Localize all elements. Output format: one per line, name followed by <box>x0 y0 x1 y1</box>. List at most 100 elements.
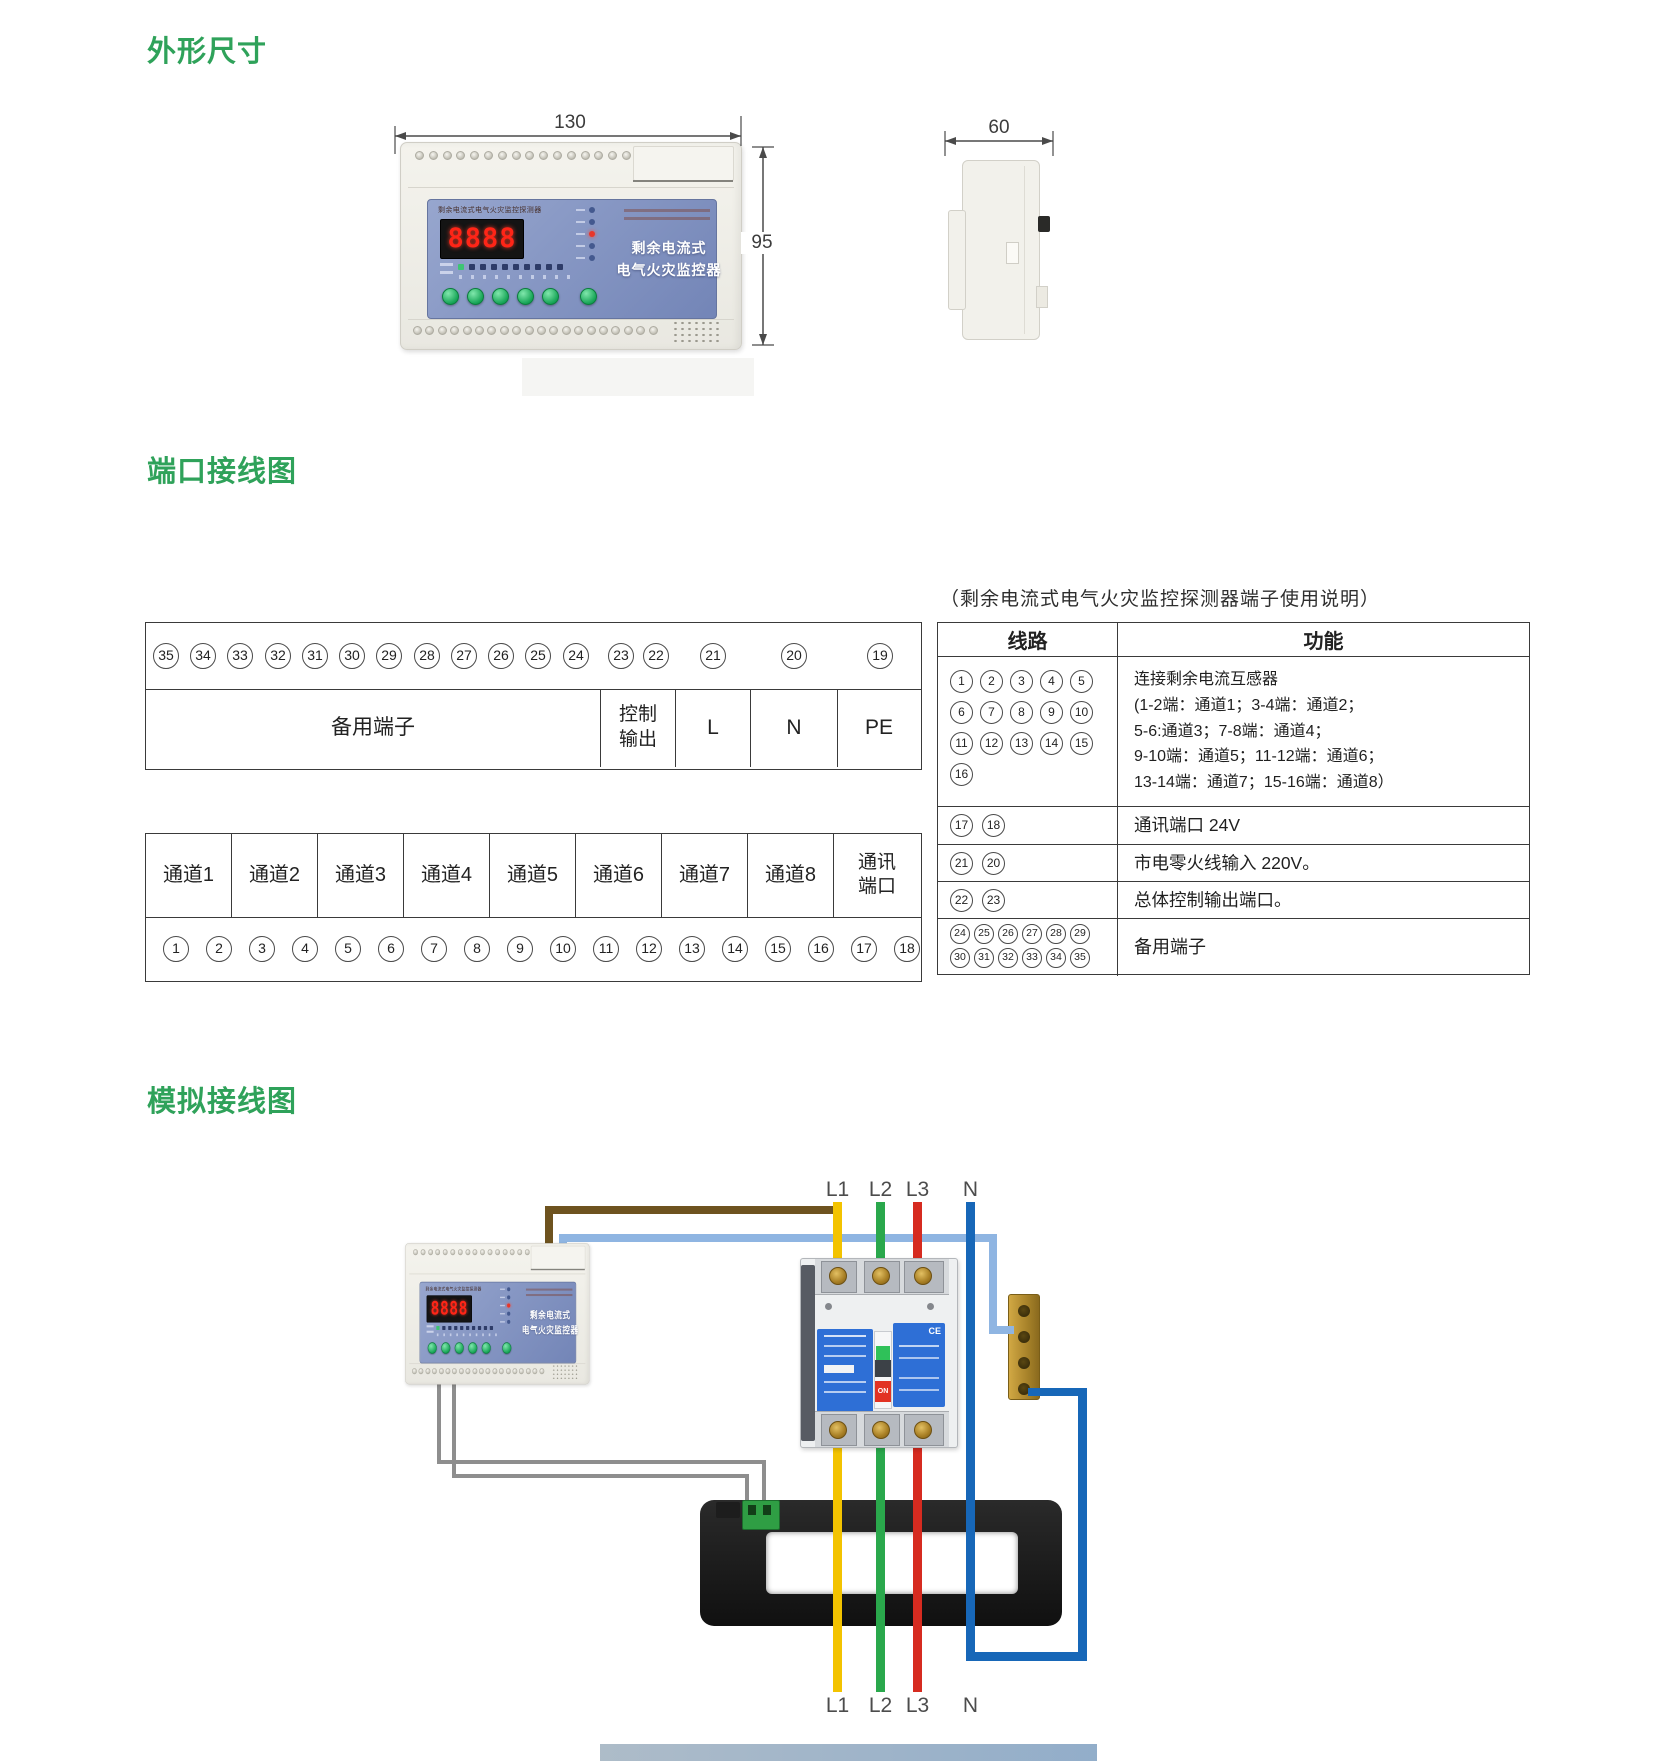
bottom-terminal-screw <box>499 1368 504 1375</box>
top-terminal-screw <box>472 1249 478 1256</box>
bottom-terminal-screw <box>636 326 646 335</box>
speaker-grille <box>551 1364 578 1380</box>
bottom-terminal-screw <box>492 1368 498 1375</box>
terminal-circle: 5 <box>335 935 361 962</box>
panel-button[interactable] <box>427 1342 437 1354</box>
terminal-circle: 18 <box>982 814 1005 837</box>
dimension-width-label: 130 <box>539 112 601 134</box>
table-cell: N <box>751 689 838 767</box>
housing-seam <box>409 1363 586 1365</box>
ce-mark: CE <box>928 1326 941 1336</box>
wire-lightblue <box>989 1326 1014 1334</box>
mount-screw <box>927 1303 934 1310</box>
panel-button[interactable] <box>468 1342 478 1354</box>
display-value: 8888 <box>430 1298 468 1320</box>
panel-button[interactable] <box>481 1342 491 1354</box>
terminal-circle: 26 <box>488 643 514 669</box>
panel-button[interactable] <box>442 288 459 305</box>
led-row-labels <box>426 1325 434 1336</box>
bottom-terminal-screw <box>418 1368 424 1375</box>
terminal-circle: 30 <box>339 643 365 669</box>
flap-edge <box>633 180 733 182</box>
panel-button[interactable] <box>441 1342 451 1354</box>
din-clip <box>1038 216 1050 232</box>
terminal-block <box>904 1261 944 1293</box>
section-title-ports: 端口接线图 <box>147 456 298 488</box>
terminal-circle: 15 <box>765 935 791 962</box>
table-cell: 通道3 <box>318 834 404 917</box>
on-button[interactable]: ON <box>875 1381 891 1402</box>
wire-brown <box>545 1212 553 1258</box>
top-terminal-screw <box>511 151 521 160</box>
top-terminal-screw <box>480 1249 486 1256</box>
top-terminal-screw <box>594 151 604 160</box>
top-terminal-screw <box>470 151 480 160</box>
bottom-terminal-screw <box>412 1368 417 1375</box>
bottom-terminal-screw <box>425 326 435 335</box>
table-cell: 通讯 端口 <box>857 851 896 898</box>
panel-button[interactable] <box>517 288 534 305</box>
terminal-circle: 11 <box>593 935 619 962</box>
bottom-terminal-screw <box>537 326 546 335</box>
wire-blue <box>966 1202 975 1660</box>
terminal-circle: 27 <box>1022 923 1042 944</box>
bottom-terminal-screw <box>525 1368 531 1375</box>
toggle-handle[interactable] <box>875 1360 891 1377</box>
breaker-label-right: CE <box>893 1323 945 1407</box>
bottom-terminal-screw <box>532 1368 538 1375</box>
toggle-green <box>876 1346 890 1360</box>
terminal-circle: 8 <box>1010 700 1033 724</box>
wire-lightblue <box>559 1234 995 1242</box>
terminal-circle: 7 <box>980 700 1003 724</box>
wire-green <box>876 1202 885 1264</box>
top-terminal-screw <box>580 151 590 160</box>
terminal-circle: 25 <box>974 923 994 944</box>
phase-label: L1 <box>825 1178 850 1201</box>
top-terminal-screw <box>450 1249 456 1256</box>
wire-blue <box>1028 1388 1087 1396</box>
panel-button[interactable] <box>502 1342 512 1354</box>
terminal-circle: 13 <box>679 935 705 962</box>
wiring-cover-flap <box>633 146 734 181</box>
top-terminal-screw <box>608 151 618 160</box>
bottom-terminal-screw <box>499 326 509 335</box>
panel-button[interactable] <box>467 288 484 305</box>
terminal-circle: 6 <box>378 935 404 962</box>
table-cell: 通道7 <box>662 834 748 917</box>
top-terminal-screw <box>509 1249 515 1256</box>
wiring-cover-flap <box>530 1245 586 1270</box>
terminal-circle: 5 <box>1070 669 1093 693</box>
terminal-circle: 16 <box>950 762 973 786</box>
wire-gray <box>452 1474 749 1478</box>
bottom-terminal-screw <box>505 1368 511 1375</box>
terminal-circle: 9 <box>1040 700 1063 724</box>
legend-function-cell: 连接剩余电流互感器(1-2端：通道1；3-4端：通道2；5-6:通道3；7-8端… <box>1118 657 1529 806</box>
dimension-depth-label: 60 <box>974 117 1024 139</box>
terminal-circle: 16 <box>808 935 834 962</box>
terminal-circle: 15 <box>1070 731 1093 755</box>
ct-mount-tab <box>716 1502 740 1518</box>
panel-button[interactable] <box>492 288 509 305</box>
top-terminal-screw <box>502 1249 508 1256</box>
led-row-labels <box>440 263 453 279</box>
panel-button[interactable] <box>454 1342 464 1354</box>
panel-button[interactable] <box>542 288 559 305</box>
wire-gray <box>762 1460 766 1508</box>
top-terminal-screw <box>442 1249 448 1256</box>
panel-button[interactable] <box>580 288 597 305</box>
function-line: 市电零火线输入 220V。 <box>1134 852 1320 873</box>
top-terminal-screw <box>413 1249 418 1256</box>
terminal-circle: 9 <box>507 935 533 962</box>
terminal-circle: 22 <box>643 643 669 669</box>
wire-gray <box>452 1384 456 1478</box>
top-terminal-screw <box>435 1249 441 1256</box>
